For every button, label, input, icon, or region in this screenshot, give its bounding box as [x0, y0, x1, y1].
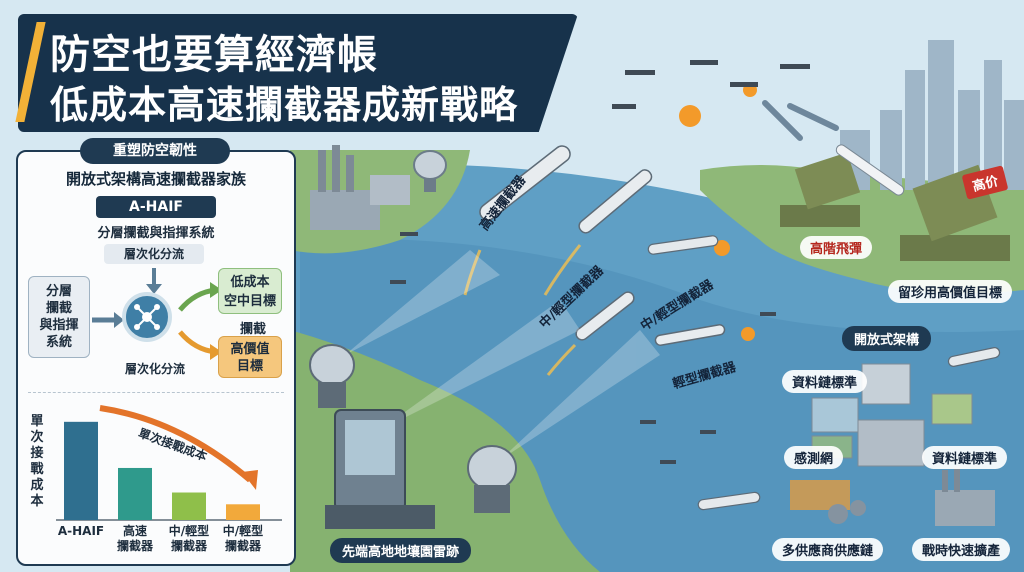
label-sensor-net: 感測網: [784, 446, 844, 469]
label-data-link-2: 資料鏈標準: [922, 446, 1008, 469]
label-high-cost-missile: 高階飛彈: [800, 236, 873, 259]
cost-bar-label-2: 高速: [123, 523, 147, 538]
arrow-green-head-icon: [210, 282, 222, 298]
cost-bar-2: [118, 467, 152, 520]
title-banner: [18, 14, 578, 132]
chart-ylabel: 單次接戰成本: [30, 414, 44, 509]
cost-bar-label-4: 攔截器: [225, 538, 262, 553]
missile-trail: [463, 244, 582, 376]
cost-bar-label-3: 中/輕型: [169, 523, 209, 538]
high-cost-missile-icon: [835, 144, 905, 196]
radar-beam: [345, 250, 660, 460]
cost-bar-1: [64, 421, 98, 520]
haif-pill: A-HAIF: [96, 196, 216, 218]
panel-heading: 開放式架構高速攔截器家族: [65, 170, 246, 188]
label-supply-chain: 多供應商供應鏈: [772, 538, 884, 561]
supply-chain-icon: [790, 480, 866, 524]
chart-divider: [28, 392, 284, 393]
explosion-icon: [679, 83, 757, 341]
cost-bar-label-2: 攔截器: [117, 538, 154, 553]
ground-radar-icon: [309, 344, 517, 529]
missile-launcher-left-icon: [780, 152, 861, 227]
network-nodes-icon: [134, 304, 160, 330]
cost-trend-arrowhead-icon: [242, 470, 258, 490]
factory-icon: [310, 145, 410, 230]
city-skyline: [840, 40, 1024, 190]
intercept-label: 攔截: [239, 322, 266, 337]
layer-system-label: 分層攔截與指揮系統: [97, 226, 215, 241]
radar-dish-top-icon: [413, 150, 447, 192]
title-line1: 防空也要算經濟帳: [50, 32, 378, 78]
cost-bar-4: [226, 504, 260, 520]
network-hub-icon: [122, 292, 172, 342]
low-cost-target-box: 低成本 空中目標: [218, 268, 282, 314]
attack-arrow-icon: [762, 100, 839, 141]
arrow-orange-head-icon: [210, 344, 222, 360]
drone-icon: [390, 60, 810, 464]
open-arch-title: 開放式架構: [842, 326, 932, 351]
arrow-right-head-icon: [114, 312, 124, 328]
high-value-target-box: 高價值 目標: [218, 336, 282, 378]
cost-bar-3: [172, 492, 206, 520]
title-line2: 低成本高速攔截器成新戰略: [50, 83, 519, 127]
flow-label-top: 層次化分流: [104, 244, 204, 264]
cost-bar-label-1: A-HAIF: [58, 524, 104, 538]
factory-wartime-icon: [935, 466, 995, 526]
panel-tab: 重塑防空韌性: [80, 138, 230, 164]
interceptor-missile-icon: [479, 145, 726, 346]
label-reserve-high-value: 留珍用高價值目標: [888, 280, 1013, 303]
cost-bar-label-4: 中/輕型: [223, 523, 263, 538]
label-wartime-production: 戰時快速擴產: [912, 538, 1011, 561]
cost-bar-label-3: 攔截器: [171, 538, 208, 553]
flow-label-bottom: 層次化分流: [124, 362, 185, 376]
cruise-missile-icon: [647, 235, 1001, 511]
label-radar: 先端高地地壤園雷跡: [330, 538, 472, 563]
arrow-down-head-icon: [146, 284, 162, 294]
flow-arrows: [92, 268, 222, 360]
layer-command-box: 分層 攔截 與指揮 系統: [28, 276, 90, 358]
cost-trend-arrow-icon: [99, 405, 252, 483]
label-data-link-1: 資料鏈標準: [782, 370, 868, 393]
